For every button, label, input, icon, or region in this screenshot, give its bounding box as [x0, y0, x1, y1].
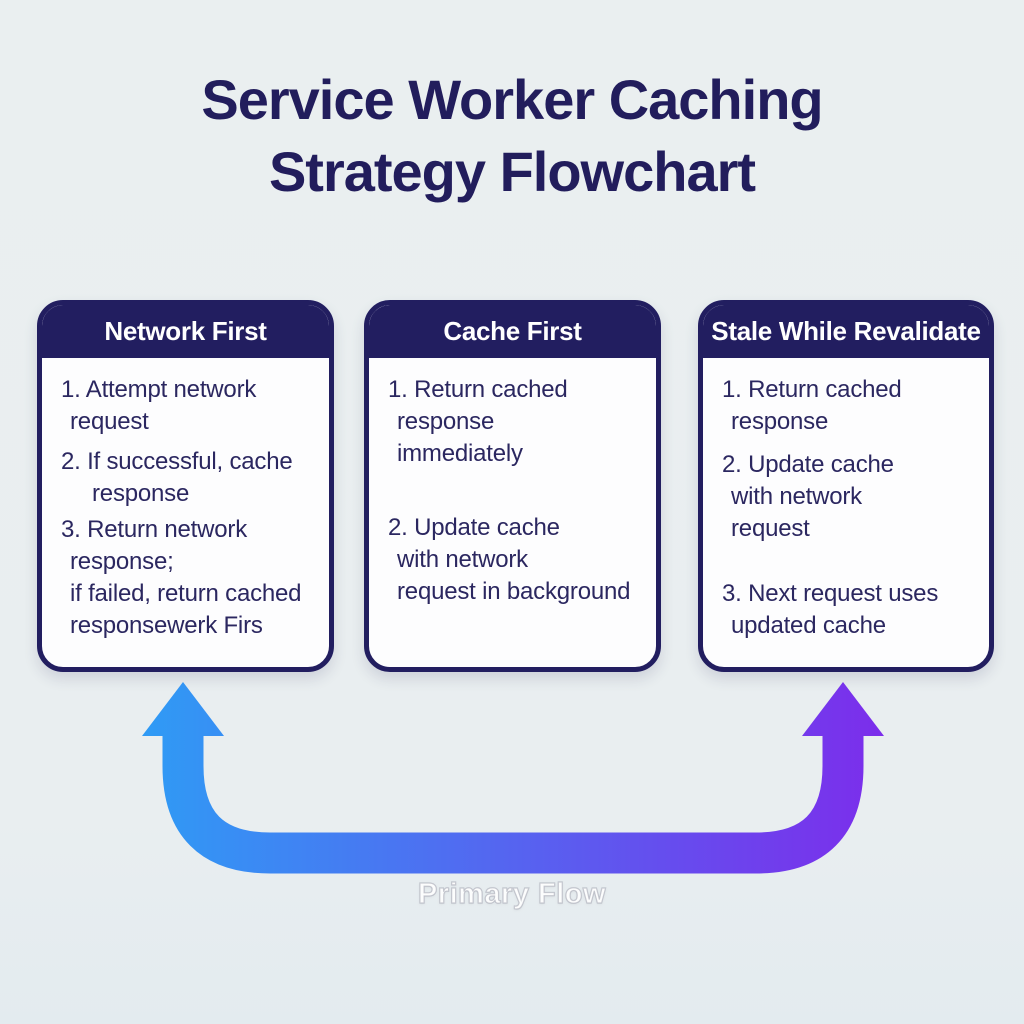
- flow-arrowhead-right-icon: [802, 682, 884, 736]
- card-step-line: request: [731, 515, 810, 542]
- flow-arrow-body: [162, 734, 864, 874]
- card-step-line: response: [731, 408, 829, 435]
- card-step-line: response;: [70, 548, 174, 575]
- card-step-line: 3. Next request uses: [722, 580, 939, 607]
- card-step-line: immediately: [397, 440, 523, 467]
- card-step-line: 2. If successful, cache: [61, 448, 293, 475]
- page-title-line2: Strategy Flowchart: [268, 140, 756, 203]
- card-step-line: with network: [397, 546, 528, 573]
- card-step-line: response: [397, 408, 495, 435]
- card-step-line: updated cache: [731, 612, 886, 639]
- card-network-first-header: Network First: [42, 305, 329, 358]
- card-step-line: 2. Update cache: [388, 514, 560, 541]
- card-cache-first-header: Cache First: [369, 305, 656, 358]
- card-step-line: 2. Update cache: [722, 451, 894, 478]
- card-step-line: 1. Attempt network: [61, 376, 257, 403]
- card-cache-first: Cache First 1. Return cached response im…: [364, 300, 661, 672]
- flow-arrowhead-left-icon: [142, 682, 224, 736]
- card-step-line: responsewerk Firs: [70, 612, 263, 639]
- card-step-line: request: [70, 408, 149, 435]
- card-step-line: 3. Return network: [61, 516, 248, 543]
- card-cache-first-body: 1. Return cached response immediately 2.…: [369, 358, 656, 608]
- card-network-first: Network First 1. Attempt network request…: [37, 300, 334, 672]
- card-step-line: 1. Return cached: [722, 376, 902, 403]
- flow-label: Primary Flow: [417, 877, 607, 910]
- page-title-line1: Service Worker Caching: [201, 68, 823, 131]
- card-step-line: request in background: [397, 578, 631, 605]
- card-step-line: with network: [731, 483, 862, 510]
- card-stale-while-revalidate-header: Stale While Revalidate: [703, 305, 989, 358]
- card-stale-while-revalidate: Stale While Revalidate 1. Return cached …: [698, 300, 994, 672]
- card-step-line: if failed, return cached: [70, 580, 302, 607]
- page-title: Service Worker Caching Strategy Flowchar…: [0, 64, 1024, 208]
- card-step-line: response: [92, 480, 190, 507]
- card-network-first-body: 1. Attempt network request 2. If success…: [42, 358, 329, 642]
- card-stale-while-revalidate-body: 1. Return cached response 2. Update cach…: [703, 358, 989, 642]
- card-step-line: 1. Return cached: [388, 376, 568, 403]
